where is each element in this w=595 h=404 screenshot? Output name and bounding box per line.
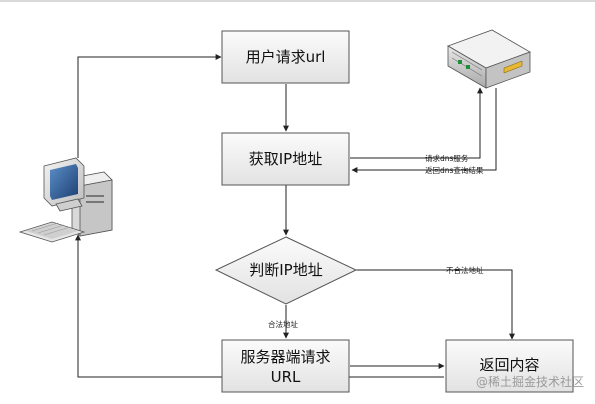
node-server-request: 服务器端请求 URL [221, 339, 350, 393]
node-get-ip: 获取IP地址 [221, 132, 350, 186]
edge-label-legal: 合法地址 [268, 319, 298, 329]
node-return-content: 返回内容 [445, 339, 574, 393]
node-judge-ip-label: 判断IP地址 [249, 261, 322, 279]
edge-label-request-dns: 请求dns服务 [425, 153, 469, 163]
node-return-content-label: 返回内容 [479, 356, 539, 374]
edge-label-return-dns: 返回dns查询结果 [425, 165, 484, 175]
node-judge-ip: 判断IP地址 [214, 236, 358, 305]
edge-getip-to-dns [350, 87, 483, 159]
edge-dns-to-getip [351, 88, 497, 173]
node-server-request-label-2: URL [271, 368, 301, 386]
watermark-text: @稀土掘金技术社区 [476, 374, 584, 389]
node-user-request: 用户请求url [221, 30, 350, 84]
desktop-computer-icon [18, 157, 113, 243]
edge-judge-to-return [356, 269, 515, 340]
node-server-request-label-1: 服务器端请求 [240, 348, 330, 366]
server-icon [447, 29, 531, 89]
top-border [0, 0, 595, 2]
node-get-ip-label: 获取IP地址 [249, 150, 322, 168]
node-user-request-label: 用户请求url [246, 48, 326, 66]
edge-client-to-request [77, 54, 222, 158]
edge-label-illegal: 不合法地址 [446, 265, 484, 275]
